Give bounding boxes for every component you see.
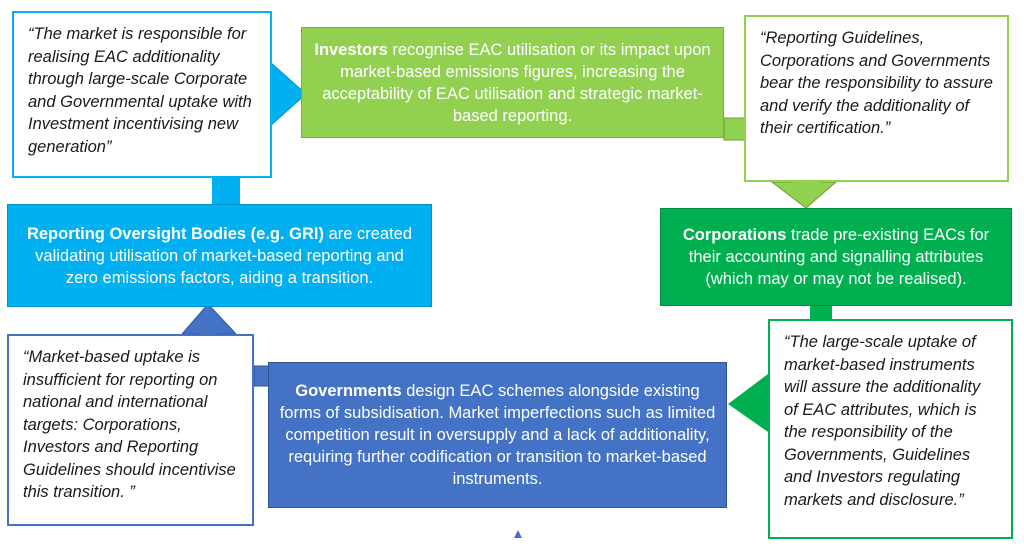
node-oversight-title: Reporting Oversight Bodies (e.g. GRI) [26,224,324,243]
arrow-oversight-to-investors [212,60,307,204]
node-governments-body: design EAC schemes alongside existing fo… [279,382,716,488]
node-governments-title: Governments [295,382,402,400]
node-oversight-body: are created validating utilisation of ma… [35,224,413,287]
node-corporations-text: Corporations trade pre-existing EACs for… [671,224,1001,290]
arrow-corporations-to-governments [728,306,832,432]
quote-bottom-right: “The large-scale uptake of market-based … [768,319,1013,539]
quote-top-right-text: “Reporting Guidelines, Corporations and … [760,29,993,137]
node-corporations: Corporations trade pre-existing EACs for… [660,208,1012,306]
node-investors-body: recognise EAC utilisation or its impact … [322,40,711,125]
node-oversight: Reporting Oversight Bodies (e.g. GRI) ar… [7,204,432,307]
quote-bottom-right-text: “The large-scale uptake of market-based … [784,333,981,509]
node-corporations-title: Corporations [682,226,787,244]
quote-top-left-text: “The market is responsible for realising… [28,25,252,156]
node-investors-title: Investors [314,40,388,59]
node-investors-text: Investors recognise EAC utilisation or i… [312,39,713,127]
node-oversight-text: Reporting Oversight Bodies (e.g. GRI) ar… [18,223,421,289]
node-corporations-body: trade pre-existing EACs for their accoun… [688,226,990,288]
quote-top-left: “The market is responsible for realising… [12,11,272,178]
quote-top-right: “Reporting Guidelines, Corporations and … [744,15,1009,182]
node-investors: Investors recognise EAC utilisation or i… [301,27,724,138]
quote-bottom-left: “Market-based uptake is insufficient for… [7,334,254,526]
quote-bottom-left-text: “Market-based uptake is insufficient for… [23,348,236,501]
node-governments: Governments design EAC schemes alongside… [268,362,727,508]
node-governments-text: Governments design EAC schemes alongside… [279,380,716,490]
